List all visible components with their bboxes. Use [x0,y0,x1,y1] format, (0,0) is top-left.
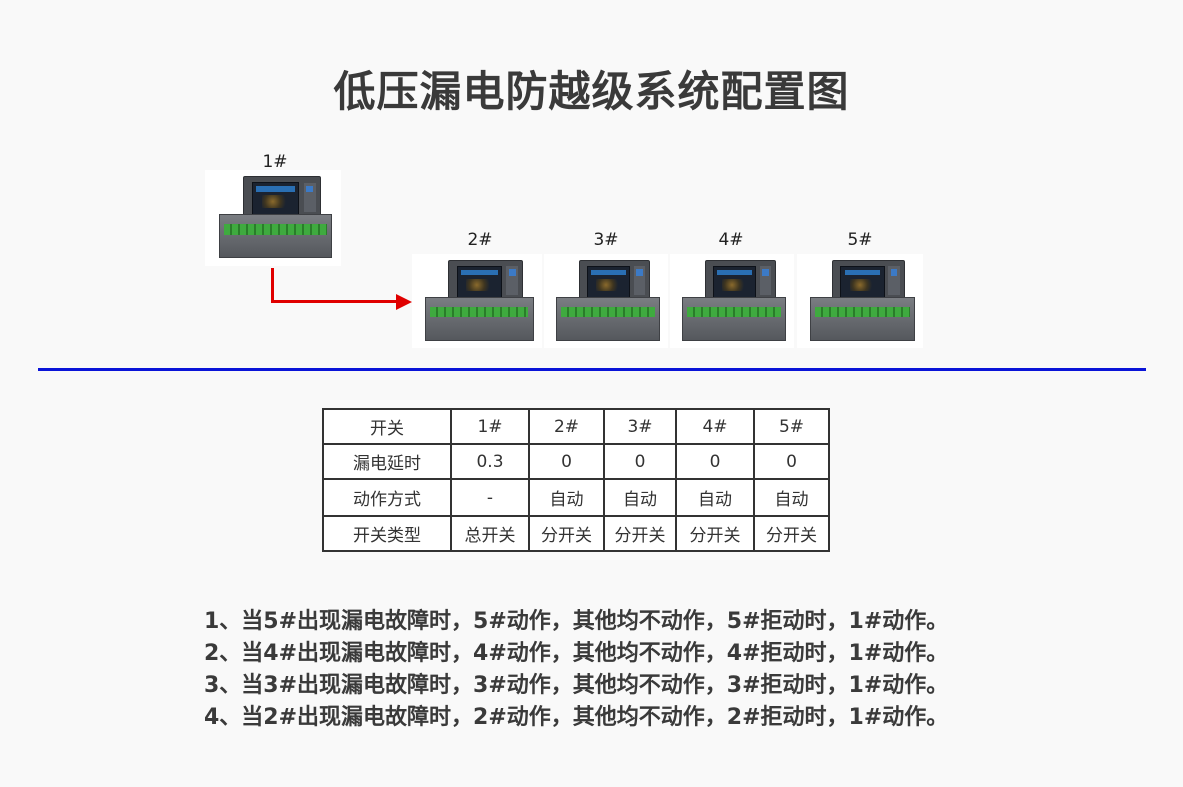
table-cell: 0 [753,443,830,480]
bus-divider-line [38,368,1146,371]
table-cell: 分开关 [603,515,677,552]
device-label-5: 5# [847,230,873,250]
table-header-cell: 3# [603,408,677,445]
config-table: 开关 1# 2# 3# 4# 5# 漏电延时 0.3 0 0 0 0 动作方式 … [322,408,830,552]
connection-arrow-line-vertical [271,268,274,303]
table-row: 开关类型 总开关 分开关 分开关 分开关 分开关 [322,515,830,552]
table-header-row: 开关 1# 2# 3# 4# 5# [322,408,830,445]
table-cell: 分开关 [753,515,830,552]
table-cell: 自动 [528,478,605,517]
note-line: 1、当5#出现漏电故障时，5#动作，其他均不动作，5#拒动时，1#动作。 [204,609,949,634]
table-cell: 漏电延时 [322,443,452,480]
note-line: 4、当2#出现漏电故障时，2#动作，其他均不动作，2#拒动时，1#动作。 [204,705,949,730]
table-header-cell: 开关 [322,408,452,445]
table-row: 漏电延时 0.3 0 0 0 0 [322,443,830,480]
note-line: 2、当4#出现漏电故障时，4#动作，其他均不动作，4#拒动时，1#动作。 [204,641,949,666]
table-header-cell: 5# [753,408,830,445]
device-5-image [797,254,923,348]
table-cell: 开关类型 [322,515,452,552]
connection-arrow-line-horizontal [271,300,399,303]
table-header-cell: 1# [450,408,530,445]
table-cell: 分开关 [675,515,755,552]
note-line: 3、当3#出现漏电故障时，3#动作，其他均不动作，3#拒动时，1#动作。 [204,673,949,698]
device-label-4: 4# [718,230,744,250]
table-header-cell: 4# [675,408,755,445]
table-cell: 总开关 [450,515,530,552]
table-cell: 0 [675,443,755,480]
table-cell: 分开关 [528,515,605,552]
table-cell: - [450,478,530,517]
table-cell: 自动 [753,478,830,517]
arrow-head-icon [396,294,412,310]
table-row: 动作方式 - 自动 自动 自动 自动 [322,478,830,517]
table-cell: 自动 [603,478,677,517]
device-label-1: 1# [262,152,288,172]
page-title: 低压漏电防越级系统配置图 [333,67,850,116]
device-label-2: 2# [467,230,493,250]
device-3-image [544,254,668,348]
device-4-image [670,254,794,348]
device-2-image [412,254,542,348]
notes-block: 1、当5#出现漏电故障时，5#动作，其他均不动作，5#拒动时，1#动作。 2、当… [204,606,948,734]
device-1-image [205,170,341,266]
table-cell: 0 [603,443,677,480]
table-header-cell: 2# [528,408,605,445]
table-cell: 动作方式 [322,478,452,517]
device-label-3: 3# [593,230,619,250]
table-cell: 自动 [675,478,755,517]
table-cell: 0.3 [450,443,530,480]
table-cell: 0 [528,443,605,480]
